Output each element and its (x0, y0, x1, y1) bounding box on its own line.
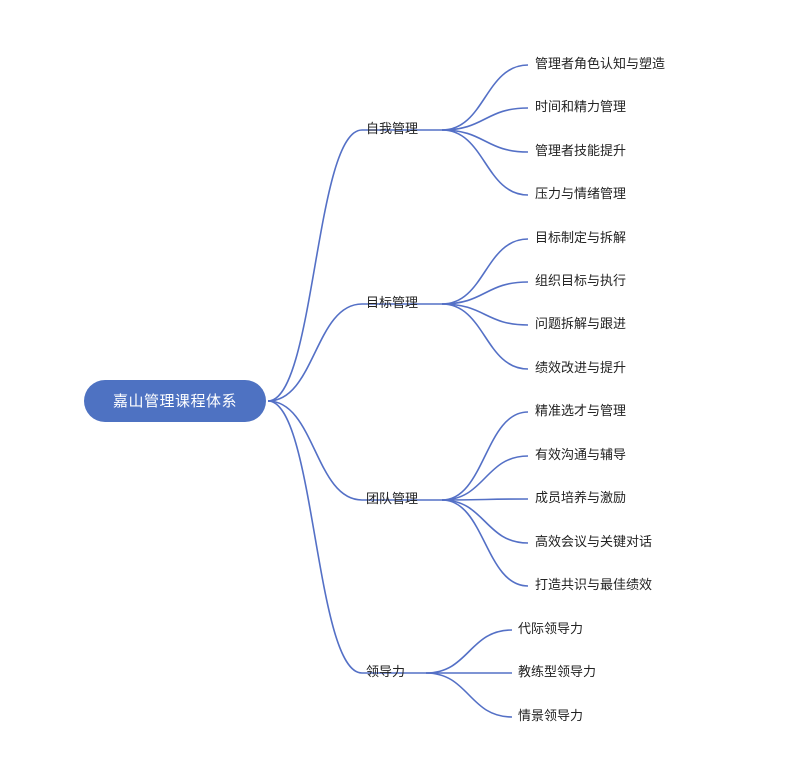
branch-to-leaf-link (441, 411, 529, 501)
branch-goal-management: 目标管理 (366, 296, 419, 311)
leaf-team-4: 高效会议与关键对话 (535, 535, 653, 550)
branch-to-leaf-link (441, 498, 529, 501)
root-to-branch-link (267, 129, 363, 402)
leaf-self-3: 管理者技能提升 (535, 144, 627, 159)
branch-to-leaf-link (441, 303, 529, 370)
branch-to-leaf-link (441, 129, 529, 196)
branch-to-leaf-link (441, 64, 529, 131)
branch-to-leaf-link (441, 499, 529, 544)
branch-leadership: 领导力 (366, 665, 406, 680)
branch-to-leaf-link (425, 672, 513, 718)
root-node: 嘉山管理课程体系 (84, 380, 266, 422)
branch-self-management: 自我管理 (366, 122, 419, 137)
leaf-goal-3: 问题拆解与跟进 (535, 317, 627, 332)
leaf-goal-4: 绩效改进与提升 (535, 361, 627, 376)
branch-to-leaf-link (441, 281, 529, 305)
leaf-team-3: 成员培养与激励 (535, 491, 627, 506)
leaf-self-2: 时间和精力管理 (535, 100, 627, 115)
leaf-goal-1: 目标制定与拆解 (535, 231, 627, 246)
branch-to-leaf-link (441, 107, 529, 131)
leaf-self-1: 管理者角色认知与塑造 (535, 57, 666, 72)
root-to-branch-link (267, 400, 363, 674)
leaf-lead-1: 代际领导力 (518, 622, 584, 637)
leaf-team-5: 打造共识与最佳绩效 (535, 578, 653, 593)
root-to-branch-link (267, 400, 363, 501)
branch-to-leaf-link (441, 129, 529, 153)
branch-to-leaf-link (441, 238, 529, 305)
leaf-lead-2: 教练型领导力 (518, 665, 597, 680)
leaf-lead-3: 情景领导力 (518, 709, 584, 724)
leaf-team-2: 有效沟通与辅导 (535, 448, 627, 463)
branch-to-leaf-link (425, 629, 513, 674)
branch-to-leaf-link (441, 455, 529, 501)
leaf-self-4: 压力与情绪管理 (535, 187, 627, 202)
leaf-team-1: 精准选才与管理 (535, 404, 627, 419)
leaf-goal-2: 组织目标与执行 (535, 274, 627, 289)
branch-to-leaf-link (441, 499, 529, 587)
branch-team-management: 团队管理 (366, 492, 419, 507)
branch-to-leaf-link (441, 303, 529, 326)
root-to-branch-link (267, 303, 363, 402)
